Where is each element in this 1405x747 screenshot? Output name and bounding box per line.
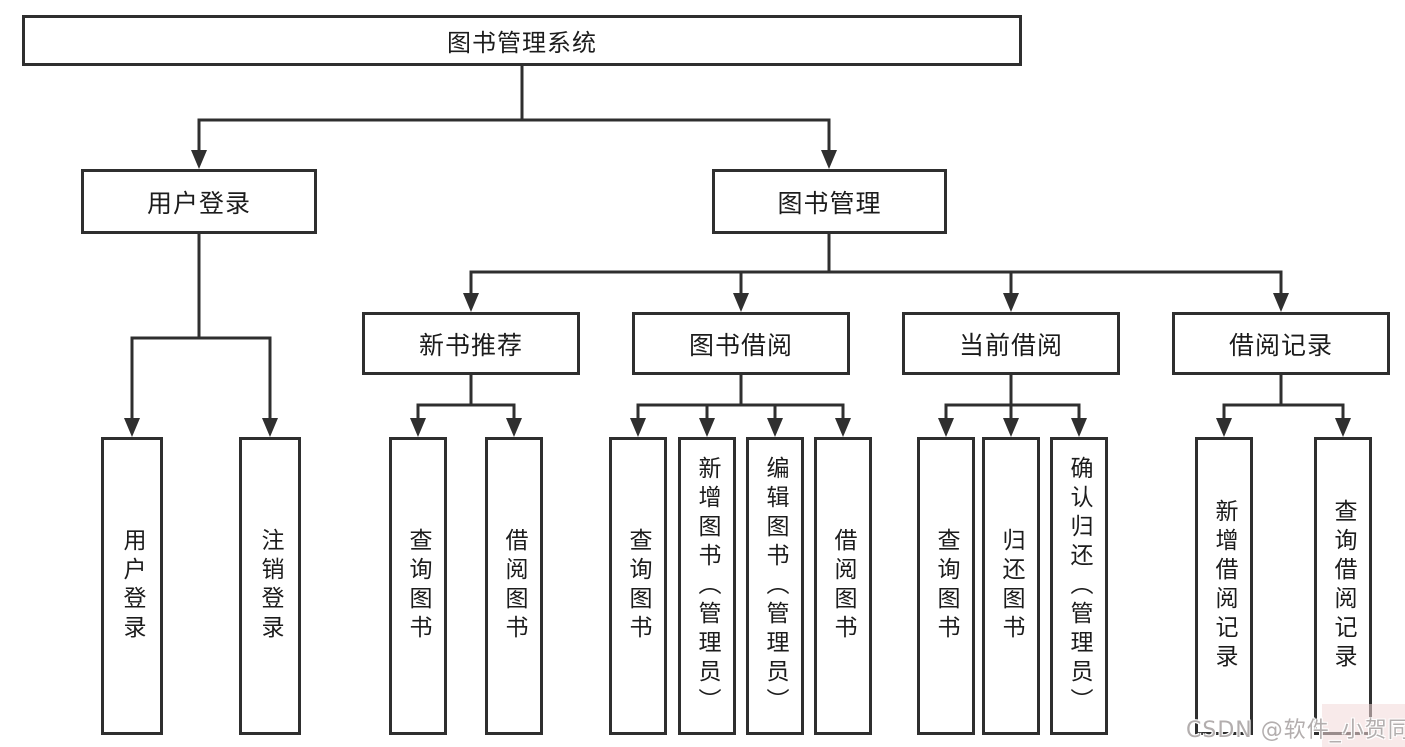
node-leaf-add-borrow-record: 新增借阅记录 [1195,437,1253,735]
watermark-tint [1322,704,1405,747]
node-leaf-add-books-admin: 新增图书（管理员） [678,437,736,735]
node-leaf-borrow-books-2: 借阅图书 [814,437,872,735]
node-borrow-records: 借阅记录 [1172,312,1390,375]
node-leaf-query-books-1: 查询图书 [389,437,447,735]
node-leaf-user-login: 用户登录 [101,437,163,735]
node-leaf-query-books-3: 查询图书 [917,437,975,735]
node-current-borrowing: 当前借阅 [902,312,1120,375]
node-leaf-edit-books-admin: 编辑图书（管理员） [746,437,804,735]
node-user-login-group: 用户登录 [81,169,317,234]
node-leaf-logout: 注销登录 [239,437,301,735]
node-leaf-query-borrow-record: 查询借阅记录 [1314,437,1372,735]
node-leaf-query-books-2: 查询图书 [609,437,667,735]
node-book-management: 图书管理 [712,169,947,234]
watermark: CSDN @软件_小贺同学 [1186,718,1405,743]
node-leaf-confirm-return-admin: 确认归还（管理员） [1050,437,1108,735]
node-system-root: 图书管理系统 [22,15,1022,66]
node-book-borrowing: 图书借阅 [632,312,850,375]
node-leaf-return-books: 归还图书 [982,437,1040,735]
node-new-book-recommend: 新书推荐 [362,312,580,375]
node-leaf-borrow-books-1: 借阅图书 [485,437,543,735]
